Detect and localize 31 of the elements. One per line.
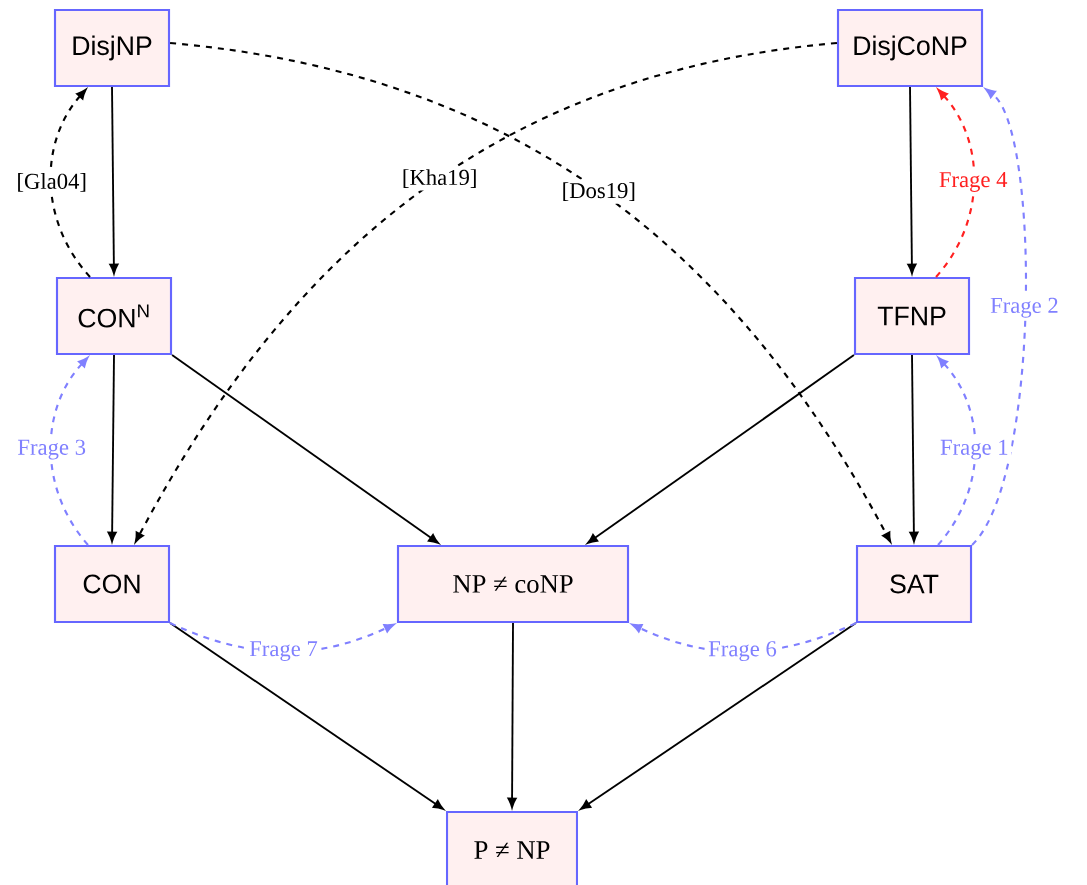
arrow	[580, 622, 857, 810]
process-box: CON	[53, 544, 171, 624]
arrow	[107, 354, 117, 543]
arrow	[971, 88, 1027, 546]
edge-label: Frage 7	[246, 638, 321, 664]
arrow	[909, 354, 919, 543]
edge-label: Frage 4	[936, 169, 1011, 195]
process-box: DisjCoNP	[836, 8, 984, 88]
arrow	[587, 354, 855, 544]
arrow	[171, 354, 439, 544]
process-box: P ≠ NP	[445, 810, 579, 885]
arrow	[507, 622, 517, 809]
arrow	[907, 86, 917, 275]
edge-label: Frage 2	[987, 295, 1062, 321]
process-box: DisjNP	[53, 8, 171, 88]
edge-label: Frage 1	[937, 437, 1012, 463]
arrow	[169, 622, 444, 810]
arrow	[109, 86, 119, 275]
edge-label: [Gla04]	[13, 170, 90, 195]
arrow	[937, 357, 977, 546]
edge-label: Frage 6	[705, 638, 780, 664]
arrow	[49, 89, 91, 278]
edge-label: [Kha19]	[399, 166, 481, 191]
process-box: SAT	[855, 544, 973, 624]
arrow	[49, 357, 89, 546]
process-box: TFNP	[853, 276, 971, 356]
process-box: CON$^{N}$	[55, 276, 173, 356]
edge-label: [Dos19]	[558, 179, 639, 204]
edge-label: Frage 3	[14, 437, 89, 463]
process-box: NP ≠ coNP	[396, 544, 630, 624]
arrow	[935, 89, 976, 278]
